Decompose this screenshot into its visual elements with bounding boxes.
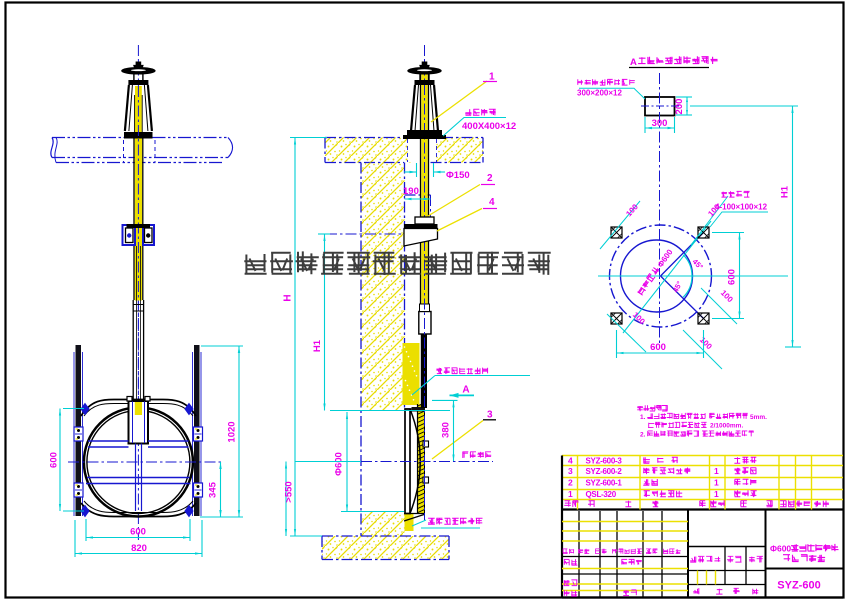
svg-text:>550: >550 bbox=[284, 481, 295, 502]
svg-text:4: 4 bbox=[568, 456, 573, 466]
svg-text:3: 3 bbox=[487, 410, 493, 421]
svg-text:300: 300 bbox=[652, 118, 668, 129]
svg-text:SYZ-600-2: SYZ-600-2 bbox=[586, 467, 623, 476]
svg-text:400X400×12: 400X400×12 bbox=[462, 121, 516, 132]
svg-text:4: 4 bbox=[489, 197, 495, 208]
svg-text:A: A bbox=[462, 385, 469, 396]
svg-text:2: 2 bbox=[568, 478, 573, 488]
svg-text:380: 380 bbox=[441, 422, 452, 438]
svg-text:5mm.: 5mm. bbox=[750, 414, 767, 421]
svg-text:2/1000mm.: 2/1000mm. bbox=[710, 423, 743, 430]
svg-text:3: 3 bbox=[568, 466, 573, 476]
svg-text:Φ600: Φ600 bbox=[334, 452, 345, 476]
svg-text:A: A bbox=[630, 57, 637, 68]
svg-text:1: 1 bbox=[489, 72, 495, 83]
svg-text:1: 1 bbox=[714, 489, 719, 499]
svg-text:300×200×12: 300×200×12 bbox=[577, 89, 622, 98]
svg-text:600: 600 bbox=[650, 342, 666, 353]
svg-text:H: H bbox=[283, 294, 294, 301]
svg-text:Φ150: Φ150 bbox=[446, 170, 470, 181]
svg-text:1: 1 bbox=[568, 489, 573, 499]
svg-text:H1: H1 bbox=[312, 339, 323, 352]
svg-text:SYZ-600: SYZ-600 bbox=[777, 580, 820, 592]
svg-text:200: 200 bbox=[674, 99, 685, 115]
svg-text:600: 600 bbox=[49, 452, 60, 468]
svg-text:QSL-320: QSL-320 bbox=[586, 490, 617, 499]
svg-text:820: 820 bbox=[131, 543, 147, 554]
svg-text:1: 1 bbox=[714, 466, 719, 476]
svg-text:4-100×100×12: 4-100×100×12 bbox=[715, 203, 768, 212]
svg-text:190: 190 bbox=[403, 186, 419, 197]
svg-text:2: 2 bbox=[487, 173, 493, 184]
svg-text:Φ600: Φ600 bbox=[770, 544, 791, 554]
svg-text:H1: H1 bbox=[780, 185, 791, 198]
svg-text:1.: 1. bbox=[640, 414, 646, 421]
svg-text:SYZ-600-1: SYZ-600-1 bbox=[586, 479, 623, 488]
svg-text:345: 345 bbox=[208, 481, 219, 498]
svg-text:600: 600 bbox=[130, 527, 146, 538]
svg-text:2.: 2. bbox=[640, 432, 646, 439]
svg-text:1020: 1020 bbox=[227, 421, 238, 442]
svg-text:600: 600 bbox=[727, 269, 738, 285]
svg-text:SYZ-600-3: SYZ-600-3 bbox=[586, 457, 623, 466]
svg-text:1: 1 bbox=[714, 478, 719, 488]
